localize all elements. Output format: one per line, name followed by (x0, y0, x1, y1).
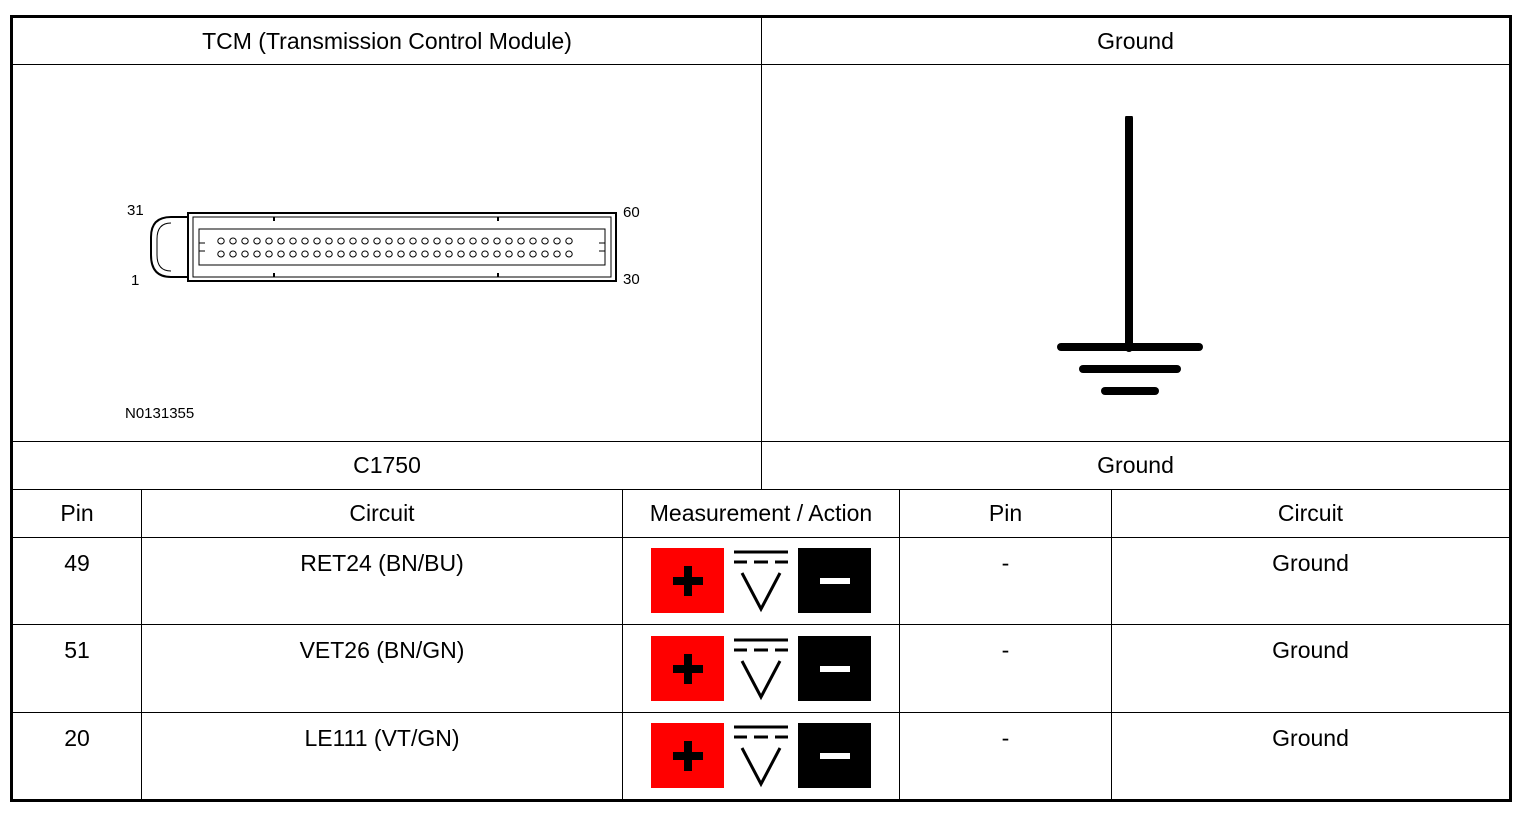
column-header-measurement: Measurement / Action (649, 500, 873, 526)
row-ground-circuit: Ground (1272, 637, 1349, 663)
row-pin: 20 (64, 725, 90, 751)
component-title: TCM (Transmission Control Module) (202, 27, 572, 54)
positive-probe-icon (651, 548, 724, 613)
row-ground-pin: - (1001, 550, 1010, 576)
negative-probe-icon (798, 636, 871, 701)
row-circuit: LE111 (VT/GN) (304, 725, 460, 751)
ground-connector-id: Ground (1097, 452, 1174, 478)
dc-voltage-icon (734, 638, 788, 701)
ground-symbol-icon (1057, 116, 1203, 395)
divider (13, 712, 1509, 713)
divider (761, 18, 762, 489)
row-circuit: VET26 (BN/GN) (299, 637, 465, 663)
positive-probe-icon (651, 723, 724, 788)
divider (13, 537, 1509, 538)
pin-label-1: 1 (131, 272, 140, 289)
connector-diagram (150, 212, 617, 282)
dc-voltage-measurement (651, 548, 871, 613)
divider (141, 489, 142, 799)
pin-label-31: 31 (127, 202, 144, 219)
ground-title: Ground (1097, 27, 1174, 54)
row-circuit: RET24 (BN/BU) (300, 550, 464, 576)
column-header-ground-pin: Pin (988, 500, 1023, 526)
positive-probe-icon (651, 636, 724, 701)
dc-voltage-measurement (651, 723, 871, 788)
row-pin: 51 (64, 637, 90, 663)
column-header-ground-circuit: Circuit (1277, 500, 1344, 526)
negative-probe-icon (798, 548, 871, 613)
negative-probe-icon (798, 723, 871, 788)
divider (1111, 489, 1112, 799)
row-pin: 49 (64, 550, 90, 576)
divider (899, 489, 900, 799)
divider (13, 624, 1509, 625)
connector-id: C1750 (353, 452, 421, 478)
pinpoint-test-table: TCM (Transmission Control Module) Ground… (10, 15, 1512, 802)
row-ground-pin: - (1001, 725, 1010, 751)
pin-label-30: 30 (623, 271, 640, 288)
dc-voltage-icon (734, 725, 788, 788)
divider (622, 489, 623, 799)
connector-illustration: 31 1 60 30 N0131355 (13, 65, 761, 441)
pin-label-60: 60 (623, 204, 640, 221)
row-ground-pin: - (1001, 637, 1010, 663)
column-header-pin: Pin (60, 500, 94, 526)
figure-id: N0131355 (125, 405, 195, 422)
row-ground-circuit: Ground (1272, 550, 1349, 576)
dc-voltage-measurement (651, 636, 871, 701)
dc-voltage-icon (734, 550, 788, 613)
divider (13, 489, 1509, 490)
row-ground-circuit: Ground (1272, 725, 1349, 751)
column-header-circuit: Circuit (349, 500, 415, 526)
